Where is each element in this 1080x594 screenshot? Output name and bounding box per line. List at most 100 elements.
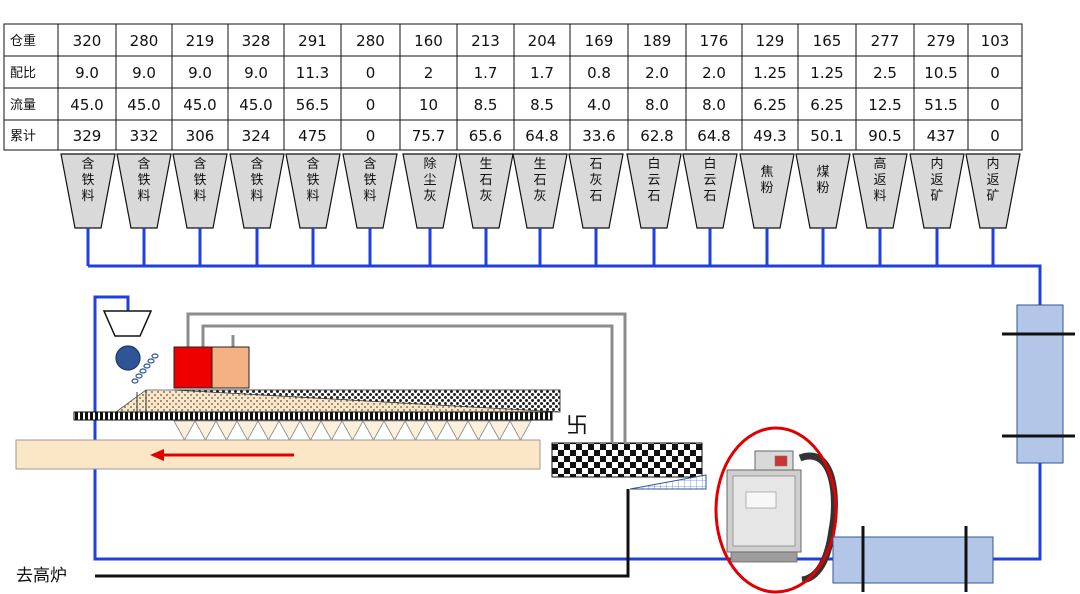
table-cell: 4.0	[587, 96, 611, 114]
horizontal-belt-unit	[832, 526, 994, 592]
table-cell: 277	[871, 32, 900, 50]
table-cell: 328	[242, 32, 271, 50]
table-cell: 0	[990, 96, 1000, 114]
table-cell: 291	[298, 32, 327, 50]
table-cell: 306	[186, 127, 215, 145]
sintered-layer	[173, 389, 561, 413]
table-cell: 169	[585, 32, 614, 50]
chain-links	[131, 353, 159, 384]
screen-chute	[629, 474, 707, 490]
hopper-label: 含铁料	[137, 156, 150, 204]
table-cell: 9.0	[75, 64, 99, 82]
hopper-label: 含铁料	[193, 156, 206, 204]
table-cell: 62.8	[640, 127, 673, 145]
table-cell: 160	[414, 32, 443, 50]
outlet-label: 去高炉	[16, 566, 67, 586]
exhaust-duct	[186, 312, 627, 442]
hopper: 生石灰	[458, 153, 514, 229]
hopper: 含铁料	[285, 153, 341, 229]
highlight-ellipse	[714, 426, 838, 594]
wind-box	[173, 420, 196, 441]
hopper-label: 除尘灰	[423, 157, 436, 204]
wind-box	[488, 420, 511, 441]
hopper: 除尘灰	[402, 153, 458, 229]
feed-hopper	[102, 310, 159, 384]
hopper: 高返料	[852, 153, 908, 229]
table-cell: 8.5	[474, 96, 498, 114]
wind-box	[236, 420, 259, 441]
pallet-chain	[73, 411, 553, 421]
table-cell: 0	[366, 127, 376, 145]
vertical-belt-unit	[1002, 304, 1075, 464]
drum-feeder	[115, 345, 141, 371]
table-cell: 8.5	[530, 96, 554, 114]
row-label: 流量	[10, 98, 36, 113]
table-cell: 0	[990, 64, 1000, 82]
table-cell: 8.0	[702, 96, 726, 114]
table-cell: 324	[242, 127, 271, 145]
hopper-label: 高返料	[873, 156, 886, 204]
table-cell: 103	[981, 32, 1010, 50]
table-cell: 9.0	[132, 64, 156, 82]
table-cell: 0	[990, 127, 1000, 145]
hopper: 石灰石	[568, 153, 624, 229]
hopper: 内返矿	[965, 153, 1021, 229]
table-cell: 33.6	[582, 127, 615, 145]
table-cell: 2.0	[645, 64, 669, 82]
table-cell: 45.0	[239, 96, 272, 114]
wind-box	[257, 420, 280, 441]
table-cell: 50.1	[810, 127, 843, 145]
wind-box	[341, 420, 364, 441]
table-cell: 90.5	[868, 127, 901, 145]
table-cell: 49.3	[753, 127, 786, 145]
hopper-label: 含铁料	[81, 156, 94, 204]
row-label: 配比	[10, 66, 36, 81]
table-cell: 280	[356, 32, 385, 50]
table-cell: 65.6	[469, 127, 502, 145]
hopper-label: 含铁料	[363, 156, 376, 204]
table-cell: 279	[927, 32, 956, 50]
hopper: 含铁料	[172, 153, 228, 229]
hopper: 含铁料	[60, 153, 116, 229]
table-cell: 1.7	[530, 64, 554, 82]
table-cell: 6.25	[810, 96, 843, 114]
hopper-label: 白云石	[647, 156, 660, 204]
table-cell: 10	[419, 96, 438, 114]
table-cell: 189	[643, 32, 672, 50]
hopper-label: 焦粉	[760, 165, 773, 196]
online-analyzer	[726, 450, 838, 584]
table-cell: 0	[366, 96, 376, 114]
table-cell: 213	[471, 32, 500, 50]
cooler	[551, 442, 703, 478]
table-cell: 2	[424, 64, 434, 82]
table-cell: 1.25	[810, 64, 843, 82]
wind-box	[194, 420, 217, 441]
hopper-label: 含铁料	[306, 156, 319, 204]
wind-box	[467, 420, 490, 441]
table-cell: 45.0	[183, 96, 216, 114]
crusher-icon: 卐	[566, 414, 588, 439]
ignition-furnace-red	[173, 346, 213, 389]
hopper-label: 生石灰	[479, 157, 492, 204]
table-cell: 332	[130, 127, 159, 145]
table-cell: 129	[756, 32, 785, 50]
table-cell: 10.5	[924, 64, 957, 82]
wind-boxes	[173, 420, 532, 441]
table-cell: 9.0	[244, 64, 268, 82]
table-cell: 219	[186, 32, 215, 50]
table-cell: 1.7	[474, 64, 498, 82]
table-cell: 2.5	[873, 64, 897, 82]
wind-box	[383, 420, 406, 441]
wind-box	[509, 420, 532, 441]
table-cell: 1.25	[753, 64, 786, 82]
table-cell: 280	[130, 32, 159, 50]
table-cell: 51.5	[924, 96, 957, 114]
feed-pipe-network	[86, 228, 1042, 561]
blast-furnace-line	[95, 489, 630, 578]
wind-box	[299, 420, 322, 441]
wind-box	[404, 420, 427, 441]
hopper-label: 白云石	[703, 156, 716, 204]
hopper-label: 煤粉	[816, 165, 829, 196]
